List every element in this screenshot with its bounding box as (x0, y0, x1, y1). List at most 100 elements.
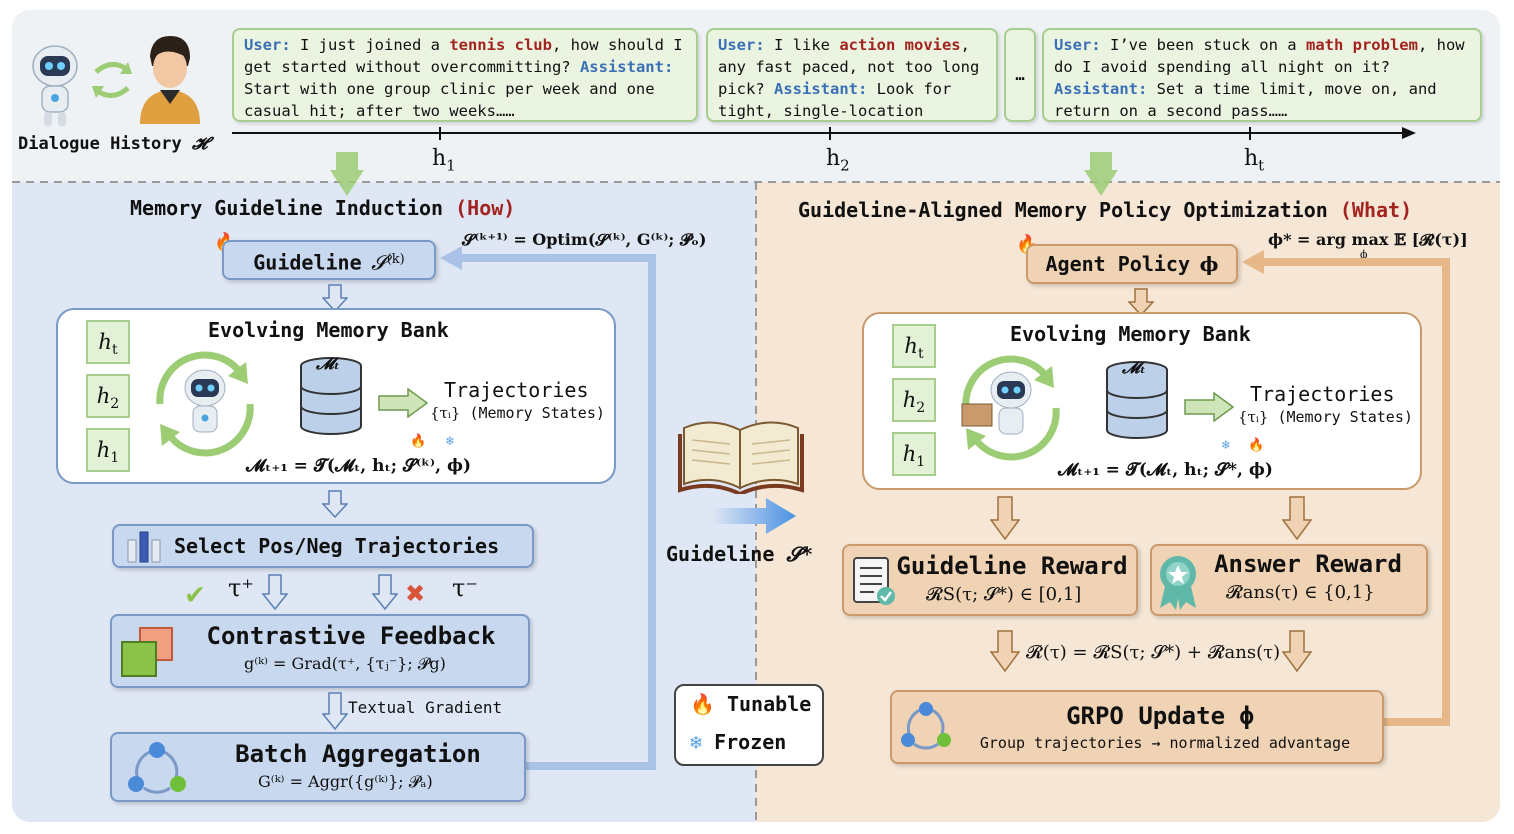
memory-states-text: (Memory States) (469, 404, 605, 422)
policy-label: Agent Policy (1045, 252, 1191, 276)
answer-reward-title: Answer Reward (1214, 550, 1402, 578)
down-arrow-r2 (990, 496, 1020, 540)
optim-formula: 𝓢⁽ᵏ⁺¹⁾ = Optim(𝓢⁽ᵏ⁾, G⁽ᵏ⁾; 𝓟ₒ) (462, 230, 707, 249)
left-trajectories-set: {τᵢ} (Memory States) (430, 404, 605, 422)
user-text: , how do I avoid spending all night on i… (1054, 36, 1465, 76)
guideline-sup: (k) (386, 252, 405, 267)
guideline-reward-title: Guideline Reward (896, 552, 1128, 580)
legend-frozen-text: Frozen (714, 730, 787, 754)
cross-icon: ✖ (406, 574, 426, 612)
left-memory-bank-title: Evolving Memory Bank (208, 318, 449, 342)
down-arrow-neg (372, 574, 398, 610)
user-text: I just joined a (290, 36, 450, 54)
tau-neg-label: τ⁻ (452, 574, 478, 602)
assistant-text: Start with one group clinic per week and… (244, 80, 655, 120)
timeline-tick-h1: h1 (432, 146, 456, 174)
assistant-text: Set a time limit, move on, and return on… (1054, 80, 1437, 120)
open-book-icon (678, 421, 804, 494)
user-text: I’ve been stuck on a (1100, 36, 1306, 54)
tick-sub: t (1258, 156, 1265, 175)
down-arrow-1 (322, 284, 348, 312)
left-to-trajectories-arrow (378, 388, 428, 418)
optimization-loop-arrow (440, 246, 656, 770)
down-arrow-3 (322, 692, 348, 730)
legend-snowflake-icon: ❄ (690, 730, 703, 754)
memory-states-text: (Memory States) (1277, 408, 1413, 426)
dialogue-history-label: Dialogue History 𝓗 (18, 134, 207, 154)
answer-reward-formula: 𝓡ans(τ) ∈ {0,1} (1226, 582, 1375, 603)
timeline-tick-h2: h2 (826, 146, 850, 174)
contrastive-squares-icon (121, 627, 173, 677)
right-title-tag: (What) (1339, 198, 1413, 222)
down-arrow-r3 (1282, 496, 1312, 540)
guideline-reward-formula: 𝓡S(τ; 𝓢*) ∈ [0,1] (926, 584, 1082, 605)
history-label-text: Dialogue History (18, 134, 182, 154)
user-label: User: (1054, 36, 1101, 54)
assistant-text: Look for tight, single-location (718, 80, 952, 120)
grpo-update-title: GRPO Update ϕ (1066, 702, 1254, 730)
left-transition-formula: 𝓜ₜ₊₁ = 𝓣(𝓜ₜ, hₜ; 𝓢⁽ᵏ⁾, ϕ) (246, 456, 472, 476)
right-title-text: Guideline-Aligned Memory Policy Optimiza… (798, 198, 1328, 222)
select-trajectories-box (112, 524, 534, 568)
contrastive-feedback-box (110, 614, 530, 688)
trajectories-sub: {τᵢ} (1238, 408, 1269, 426)
dialogue-ellipsis-card: … (1004, 28, 1036, 122)
dialogue-card-3: User: I’ve been stuck on a math problem,… (1042, 28, 1482, 122)
down-arrow-pos (262, 574, 288, 610)
assistant-label: Assistant: (774, 80, 868, 98)
user-text: I like (764, 36, 840, 54)
left-panel-title: Memory Guideline Induction (How) (130, 196, 515, 220)
batch-formula: G⁽ᵏ⁾ = Aggr({g⁽ᵏ⁾}; 𝓟ₐ) (258, 772, 433, 791)
guideline-box: Guideline 𝓢(k) (222, 240, 436, 280)
tick-var: h (826, 146, 841, 171)
timeline-axis (232, 127, 1416, 140)
guideline-symbol: 𝓢 (371, 250, 387, 275)
down-arrow-r5 (1282, 630, 1312, 672)
select-trajectories-label: Select Pos/Neg Trajectories (174, 534, 500, 558)
user-label: User: (718, 36, 765, 54)
user-text: , any fast paced, not too long pick? (718, 36, 980, 98)
guideline-label: Guideline (253, 250, 362, 275)
down-arrow-2 (322, 490, 348, 518)
dialogue-card-2: User: I like action movies, any fast pac… (706, 28, 998, 122)
right-cycle-robot-icon (961, 355, 1060, 461)
exchange-arrows-icon (92, 62, 132, 98)
left-trajectories-label: Trajectories (444, 378, 589, 402)
history-symbol: 𝓗 (192, 134, 208, 154)
grpo-update-box (890, 690, 1384, 764)
dialogue-card-1: User: I just joined a tennis club, how s… (232, 28, 698, 122)
grpo-cycle-icon (901, 702, 951, 750)
right-history-ht: ht (892, 324, 936, 368)
total-reward-formula: 𝓡(τ) = 𝓡S(τ; 𝓢*) + 𝓡ans(τ) (1026, 642, 1281, 663)
middle-guideline-symbol: 𝓢* (786, 542, 813, 566)
left-history-h2: h2 (86, 374, 130, 418)
legend-tunable-text: Tunable (726, 692, 812, 716)
right-history-h1: h1 (892, 432, 936, 476)
right-trajectories-set: {τᵢ} (Memory States) (1238, 408, 1413, 426)
left-cycle-robot-icon (156, 351, 254, 457)
topic-highlight: action movies (839, 36, 961, 54)
tick-sub: 1 (446, 156, 456, 175)
tick-var: h (1244, 146, 1259, 171)
contrastive-formula: g⁽ᵏ⁾ = Grad(τ⁺, {τⱼ⁻}; 𝓟g) (244, 654, 446, 673)
textual-gradient-label: Textual Gradient (348, 698, 503, 717)
batch-aggregation-title: Batch Aggregation (235, 740, 481, 768)
selection-bars-icon (127, 531, 161, 563)
right-transition-formula: 𝓜ₜ₊₁ = 𝓣(𝓜ₜ, hₜ; 𝓢*, ϕ) (1058, 460, 1273, 480)
left-memory-symbol: 𝓜ₜ (316, 354, 340, 373)
legend-frozen: ❄ Frozen (690, 730, 786, 754)
assistant-label: Assistant: (579, 58, 674, 76)
topic-highlight: tennis club (449, 36, 552, 54)
left-snowflake-icon: ❄ (446, 434, 454, 449)
right-database-icon (1106, 361, 1168, 439)
assistant-label: Assistant: (1054, 80, 1148, 98)
grpo-update-subtitle: Group trajectories → normalized advantag… (979, 734, 1351, 752)
right-memory-symbol: 𝓜ₜ (1122, 358, 1146, 377)
right-panel-title: Guideline-Aligned Memory Policy Optimiza… (798, 198, 1412, 222)
tick-var: h (432, 146, 447, 171)
history-down-arrow-left (330, 152, 364, 196)
checklist-icon (853, 557, 895, 605)
right-snowflake-icon: ❄ (1222, 438, 1230, 453)
guideline-transfer-arrow (712, 498, 796, 534)
contrastive-feedback-title: Contrastive Feedback (206, 622, 496, 650)
